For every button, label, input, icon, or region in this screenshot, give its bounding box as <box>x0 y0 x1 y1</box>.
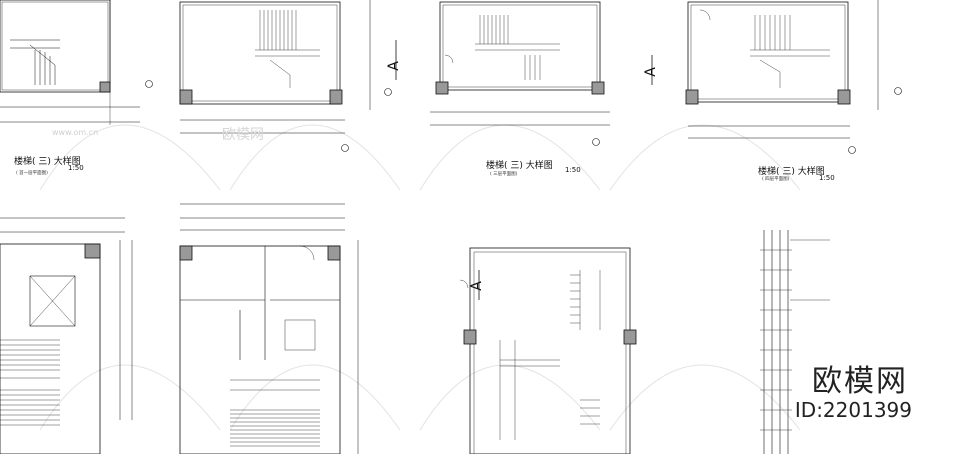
plan-scale-1: 1:50 <box>68 164 84 172</box>
plan-title-3: 楼梯( 三) 大样图 <box>758 167 825 177</box>
section-mark-arrows <box>395 40 653 300</box>
watermark-site: www.om.cn <box>52 128 99 137</box>
plan-title-2: 楼梯( 三) 大样图 <box>486 161 553 171</box>
stair-plan-5 <box>0 217 133 454</box>
watermark-brand-faint: 欧模网 <box>222 127 264 143</box>
watermark-id: ID:2201399 <box>794 398 912 422</box>
stair-section-8 <box>760 230 830 454</box>
plan-title-1: 楼梯( 三) 大样图 <box>14 157 81 167</box>
section-mark-a-1: A <box>385 61 402 71</box>
section-mark-a-3: A <box>468 281 485 291</box>
watermark-arcs <box>39 124 801 431</box>
stair-plan-3 <box>430 1 610 146</box>
plan-subtitle-1: ( 首一层平面图) <box>16 171 48 176</box>
stair-plan-7 <box>459 247 637 454</box>
plan-scale-3: 1:50 <box>819 174 835 182</box>
stair-plan-4 <box>685 0 902 154</box>
section-mark-a-2: A <box>642 67 659 77</box>
plan-subtitle-2: ( 三层平面图) <box>490 172 518 177</box>
watermark-logo: 欧模网 <box>812 364 908 399</box>
plan-subtitle-3: ( 四层平面图) <box>762 177 790 182</box>
plan-scale-2: 1:50 <box>565 166 581 174</box>
stair-plan-6 <box>179 203 359 454</box>
stair-plan-2 <box>179 0 392 152</box>
stair-plan-1 <box>0 0 153 125</box>
